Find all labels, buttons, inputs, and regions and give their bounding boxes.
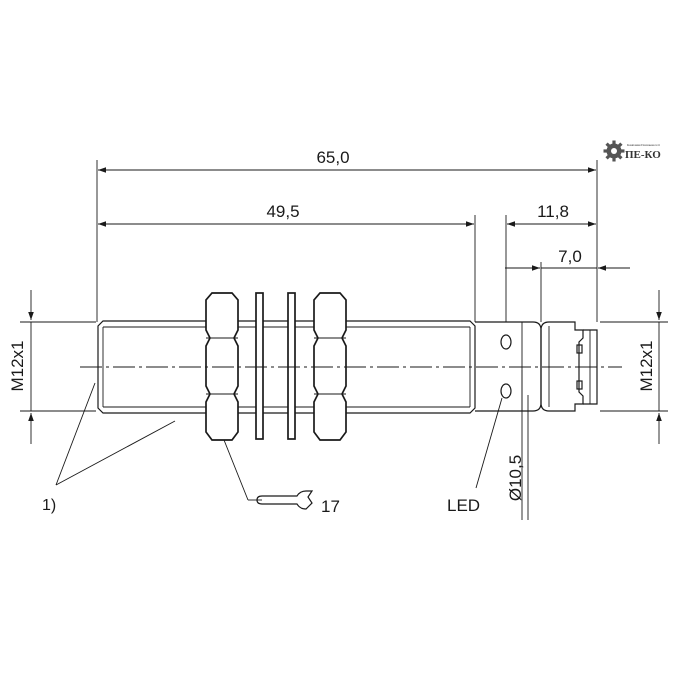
dimension-thread-right: M12x1: [600, 290, 668, 444]
sensor-body: [97, 292, 598, 441]
connector-end-label: 7,0: [558, 247, 582, 266]
connector: [540, 321, 598, 412]
gear-logo-icon: [603, 140, 625, 162]
led-section: [475, 321, 542, 412]
led-callout: LED: [447, 397, 503, 515]
logo-small-text: Компания Пензаконсалт: [627, 143, 661, 147]
overall-length-label: 65,0: [316, 148, 349, 167]
led-window-top: [500, 334, 512, 350]
note-leaders: 1): [42, 382, 176, 514]
led-window-bottom: [500, 383, 512, 399]
open-end-wrench-icon: [256, 490, 314, 510]
dimension-connector-length: 11,8: [505, 202, 596, 322]
dimension-thread-left: M12x1: [8, 290, 96, 444]
dimension-overall: 65,0: [96, 148, 598, 322]
washer-left: [255, 292, 264, 440]
dimension-thread-length: 49,5: [98, 202, 476, 322]
wrench-size-label: 17: [321, 497, 340, 516]
thread-left-label: M12x1: [8, 340, 27, 391]
logo-text: ПЕ-КО: [625, 149, 661, 161]
thread-length-label: 49,5: [266, 202, 299, 221]
dimension-led-diameter: Ø10,5: [506, 370, 529, 520]
thread-right-label: M12x1: [637, 340, 656, 391]
led-diameter-label: Ø10,5: [506, 455, 525, 501]
hex-nut-right: [313, 292, 347, 441]
note-marker-label: 1): [42, 497, 56, 514]
hex-nut-left: [205, 292, 239, 441]
dimension-connector-end: 7,0: [505, 247, 630, 322]
washer-right: [287, 292, 296, 440]
threaded-barrel: [97, 320, 476, 414]
led-label: LED: [447, 496, 480, 515]
wrench-callout: 17: [223, 439, 340, 516]
connector-length-label: 11,8: [537, 202, 569, 221]
company-logo: Компания Пензаконсалт ПЕ-КО: [603, 140, 661, 162]
